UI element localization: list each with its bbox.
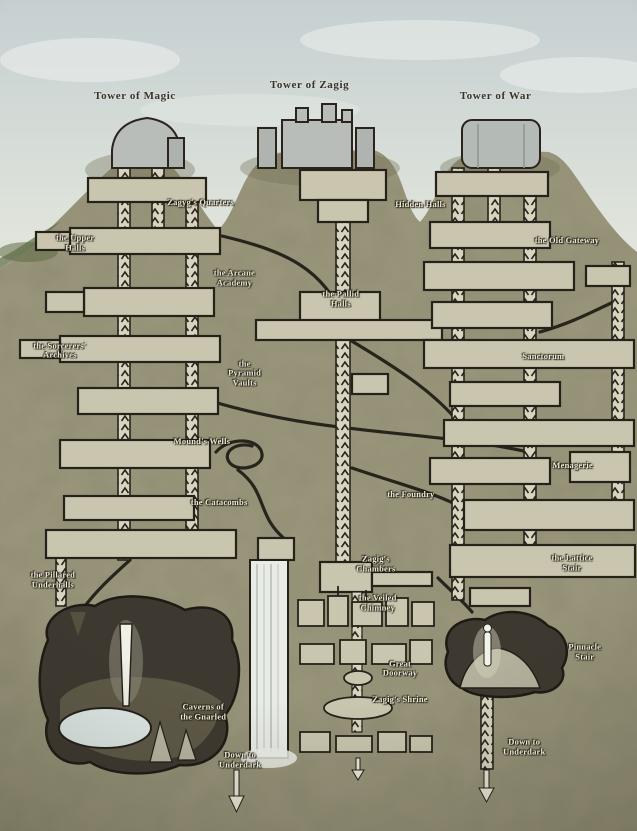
dungeon-level-label: Zagig's Chambers [356,553,396,574]
down-arrow-icon [478,769,495,804]
tower-of-war-building [461,119,541,169]
descent-arrows [228,757,495,814]
dungeon-level-label: Caverns of the Gnarled [180,701,227,722]
tower-title-label: Tower of War [459,90,532,103]
dungeon-level-label: the Old Gateway [534,235,600,246]
underground-lake [58,707,152,749]
dungeon-level-label: Hidden Halls [395,199,446,210]
surface-towers [111,103,541,169]
dungeon-level-label: the Arcane Academy [213,267,256,288]
dungeon-level-label: the Sorcerers' Archives [33,340,87,360]
dungeon-level-label: Menagerie [552,460,593,471]
dungeon-level-label: Mound's Wells [173,436,231,447]
dungeon-level-label: the Pyramid Vaults [228,358,262,388]
cavern-spire [119,623,133,707]
dungeon-level-label: Great Doorway [382,658,418,678]
tower-of-magic-building [111,116,185,169]
tower-title-label: Tower of Magic [94,90,176,103]
waterfall [241,559,297,768]
dungeon-level-label: the Upper Halls [55,232,95,253]
dungeon-level-label: the Lattice Stair [551,552,593,573]
dungeon-level-label: Down to Underdark [218,749,262,770]
dungeon-level-label: the Veiled Chimney [358,592,397,613]
dungeon-level-label: the Pillared Underhalls [30,569,76,590]
magic-dungeon-rooms [18,176,238,560]
dungeon-level-label: the Pallid Halls [322,288,360,309]
zagig-dungeon-rooms [254,168,444,594]
down-arrow-icon [228,769,245,814]
right-cavern [444,610,568,699]
dungeon-level-label: Zagyg's Quarters [167,196,234,207]
left-cavern [38,595,241,775]
dungeon-level-label: the Foundry [387,489,435,500]
down-arrow-icon [351,757,365,781]
buried-city [297,586,435,753]
dungeon-level-label: Zagig's Shrine [372,693,428,704]
tower-title-label: Tower of Zagig [269,78,350,91]
tower-of-zagig-building [257,103,375,169]
dungeon-level-label: Down to Underdark [503,736,546,757]
dungeon-level-label: the Catacombs [190,496,248,507]
war-dungeon-rooms [422,170,637,608]
dungeon-level-label: Pinnacle Stair [568,641,602,662]
dungeon-level-label: Sanctorum [522,351,565,362]
